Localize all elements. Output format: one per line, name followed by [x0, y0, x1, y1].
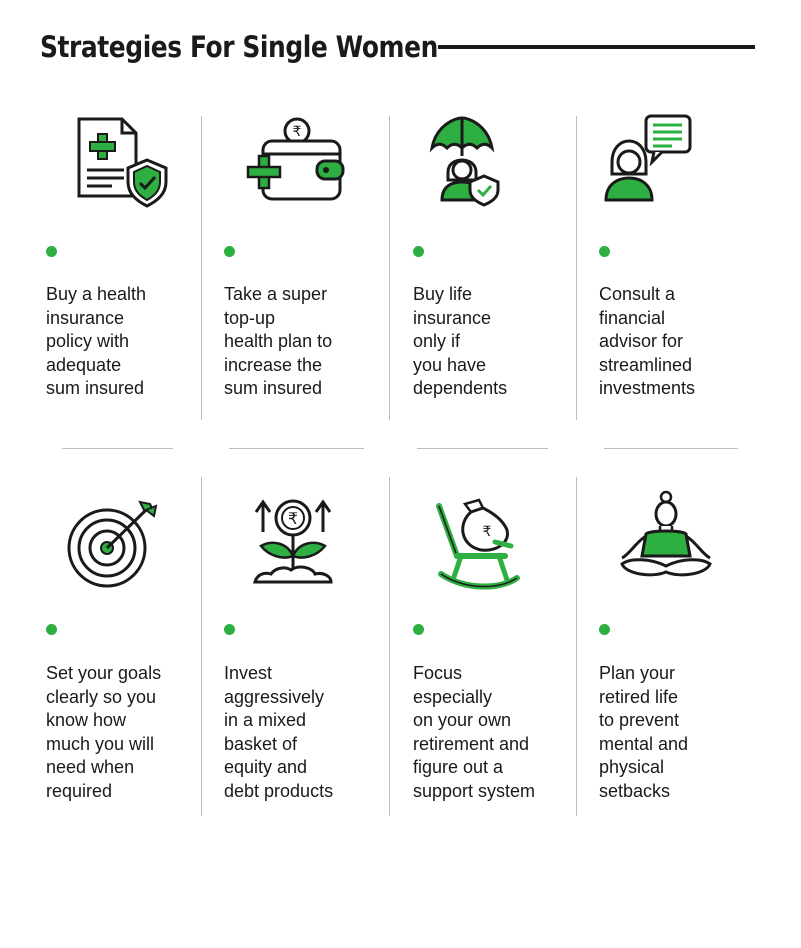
svg-text:₹: ₹: [293, 124, 302, 140]
rupee-plant-growth-icon: ₹: [253, 499, 333, 584]
column-divider: [576, 116, 577, 420]
bullet-dot: [413, 624, 424, 635]
row-divider: [604, 448, 738, 449]
bullet-dot: [599, 246, 610, 257]
meditation-woman-icon: [620, 490, 712, 577]
strategy-text: Buy life insurance only if you have depe…: [413, 284, 508, 399]
row-divider: [417, 448, 548, 449]
column-divider: [576, 477, 577, 816]
strategy-text: Set your goals clearly so you know how m…: [46, 663, 162, 801]
strategy-text: Consult a financial advisor for streamli…: [599, 284, 696, 399]
title-rule: [438, 45, 755, 49]
rocking-chair-money-bag-icon: ₹: [436, 498, 520, 590]
bullet-dot: [46, 246, 57, 257]
row-divider: [229, 448, 364, 449]
wallet-health-plus-icon: ₹: [246, 117, 345, 201]
target-arrow-icon: [67, 500, 158, 588]
strategy-text: Invest aggressively in a mixed basket of…: [224, 663, 334, 801]
column-divider: [389, 477, 390, 816]
strategy-text: Buy a health insurance policy with adequ…: [46, 284, 147, 399]
row-divider: [62, 448, 173, 449]
column-divider: [389, 116, 390, 420]
strategy-text: Focus especially on your own retirement …: [413, 663, 536, 801]
bullet-dot: [413, 246, 424, 257]
strategy-text: Plan your retired life to prevent mental…: [599, 663, 689, 801]
advisor-speech-bubble-icon: [604, 114, 692, 202]
health-document-shield-icon: [77, 117, 168, 208]
bullet-dot: [46, 624, 57, 635]
svg-text:₹: ₹: [288, 509, 298, 528]
woman-umbrella-shield-icon: [429, 116, 500, 207]
bullet-dot: [224, 246, 235, 257]
svg-text:₹: ₹: [483, 524, 492, 540]
column-divider: [201, 116, 202, 420]
page-title: Strategies For Single Women: [40, 30, 438, 64]
bullet-dot: [599, 624, 610, 635]
column-divider: [201, 477, 202, 816]
bullet-dot: [224, 624, 235, 635]
strategy-text: Take a super top-up health plan to incre…: [224, 284, 333, 399]
